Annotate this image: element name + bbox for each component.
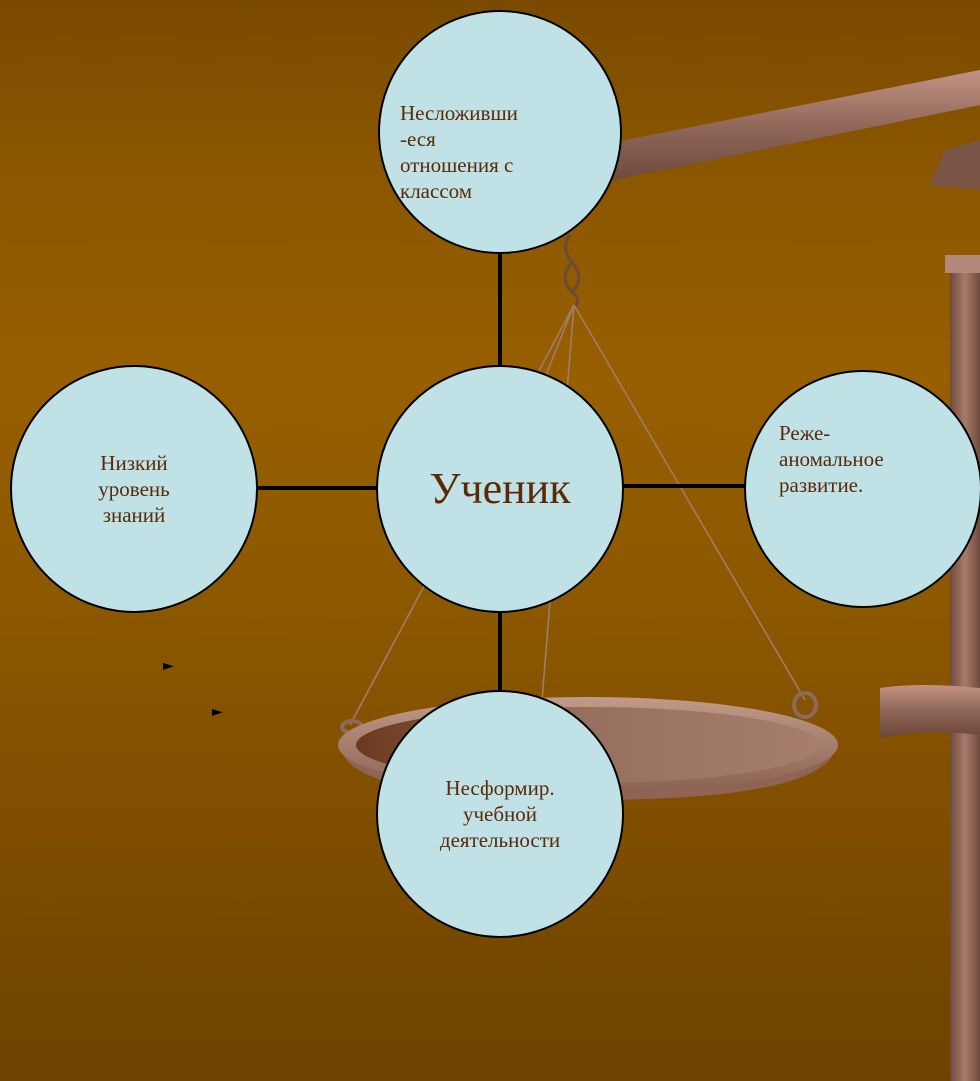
diagram-connectors [257,252,746,692]
node-top-label: Несложивши -еся отношения с классом [400,101,518,203]
node-bottom-label: Несформир. учебной деятельности [439,776,561,852]
node-left: Низкий уровень знаний [10,365,258,613]
node-right: Реже- аномальное развитие. [744,370,980,608]
bullet-marker: ► [163,658,174,674]
scale-hook [563,234,581,310]
scale-side-arm [880,685,980,738]
scale-beam [575,70,980,190]
bullet-marker: ► [212,704,223,720]
node-center: Ученик [376,365,624,613]
node-top: Несложивши -еся отношения с классом [378,10,622,254]
node-center-label: Ученик [429,464,571,513]
node-left-label: Низкий уровень знаний [98,451,170,527]
node-right-label: Реже- аномальное развитие. [779,421,884,497]
node-bottom: Несформир. учебной деятельности [376,690,624,938]
scale-post [945,255,980,1081]
